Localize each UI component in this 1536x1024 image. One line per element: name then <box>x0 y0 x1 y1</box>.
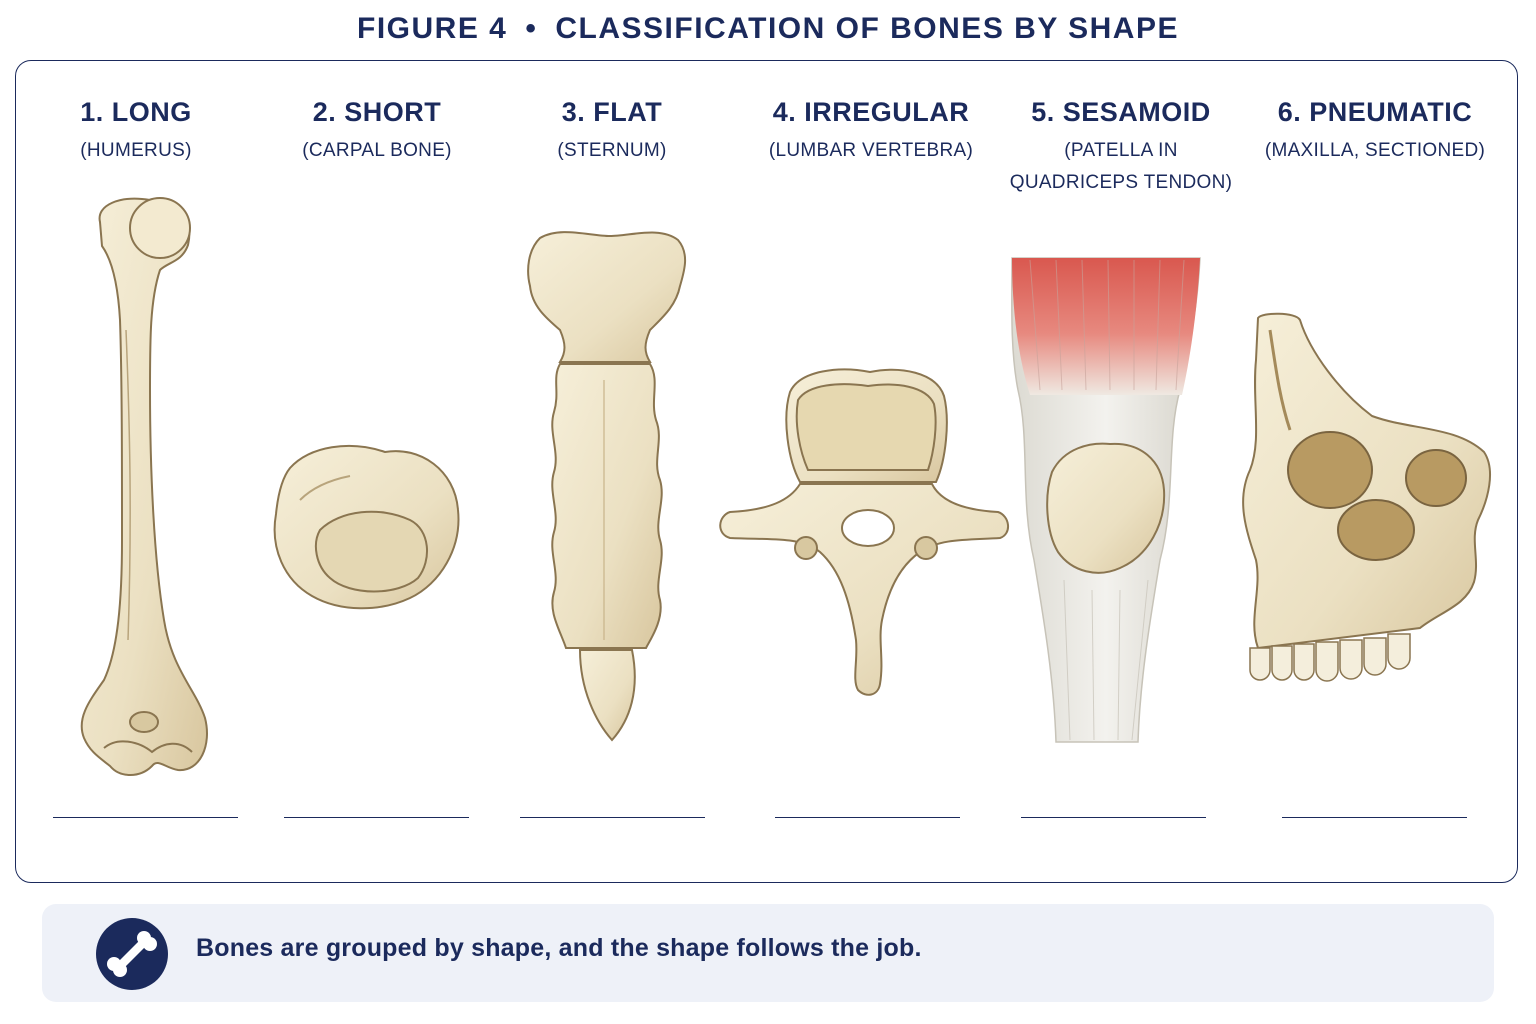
figure-panel <box>15 60 1518 883</box>
answer-blank-flat[interactable] <box>520 817 705 818</box>
column-sesamoid: 5. SESAMOID (PATELLA IN QUADRICEPS TENDO… <box>1001 93 1241 199</box>
lumbar-vertebra-illustration <box>719 368 1009 696</box>
carpal-bone-illustration <box>273 444 460 610</box>
column-title: 2. SHORT <box>312 97 442 127</box>
column-flat: 3. FLAT (STERNUM) <box>482 93 742 167</box>
patella-illustration <box>1011 257 1201 743</box>
column-irregular: 4. IRREGULAR (LUMBAR VERTEBRA) <box>741 93 1001 167</box>
figure-label: FIGURE 4 <box>357 12 508 45</box>
figure-title: FIGURE 4 • CLASSIFICATION OF BONES BY SHAP… <box>0 12 1536 46</box>
answer-blank-short[interactable] <box>284 817 469 818</box>
summary-callout: Bones are grouped by shape, and the shap… <box>42 904 1494 1002</box>
column-example: (STERNUM) <box>557 140 667 161</box>
column-example: (PATELLA IN QUADRICEPS TENDON) <box>1009 140 1233 193</box>
column-example: (HUMERUS) <box>80 140 192 161</box>
column-title: 5. SESAMOID <box>1031 97 1211 127</box>
callout-text: Bones are grouped by shape, and the shap… <box>196 934 922 962</box>
column-title: 3. FLAT <box>561 97 663 127</box>
column-pneumatic: 6. PNEUMATIC (MAXILLA, SECTIONED) <box>1245 93 1505 167</box>
column-example: (CARPAL BONE) <box>302 140 452 161</box>
answer-blank-sesamoid[interactable] <box>1021 817 1206 818</box>
answer-blank-irregular[interactable] <box>775 817 960 818</box>
answer-blank-long[interactable] <box>53 817 238 818</box>
column-example: (MAXILLA, SECTIONED) <box>1264 140 1486 161</box>
answer-blank-pneumatic[interactable] <box>1282 817 1467 818</box>
column-example: (LUMBAR VERTEBRA) <box>768 140 974 161</box>
figure-heading: CLASSIFICATION OF BONES BY SHAPE <box>555 12 1179 45</box>
title-separator: • <box>525 12 538 45</box>
column-title: 6. PNEUMATIC <box>1277 97 1473 127</box>
humerus-illustration <box>80 197 208 776</box>
column-short: 2. SHORT (CARPAL BONE) <box>247 93 507 167</box>
bone-icon <box>96 918 168 990</box>
column-title: 4. IRREGULAR <box>772 97 970 127</box>
maxilla-illustration <box>1242 312 1491 682</box>
column-long: 1. LONG (HUMERUS) <box>6 93 266 167</box>
column-title: 1. LONG <box>80 97 192 127</box>
sternum-illustration <box>527 231 686 742</box>
